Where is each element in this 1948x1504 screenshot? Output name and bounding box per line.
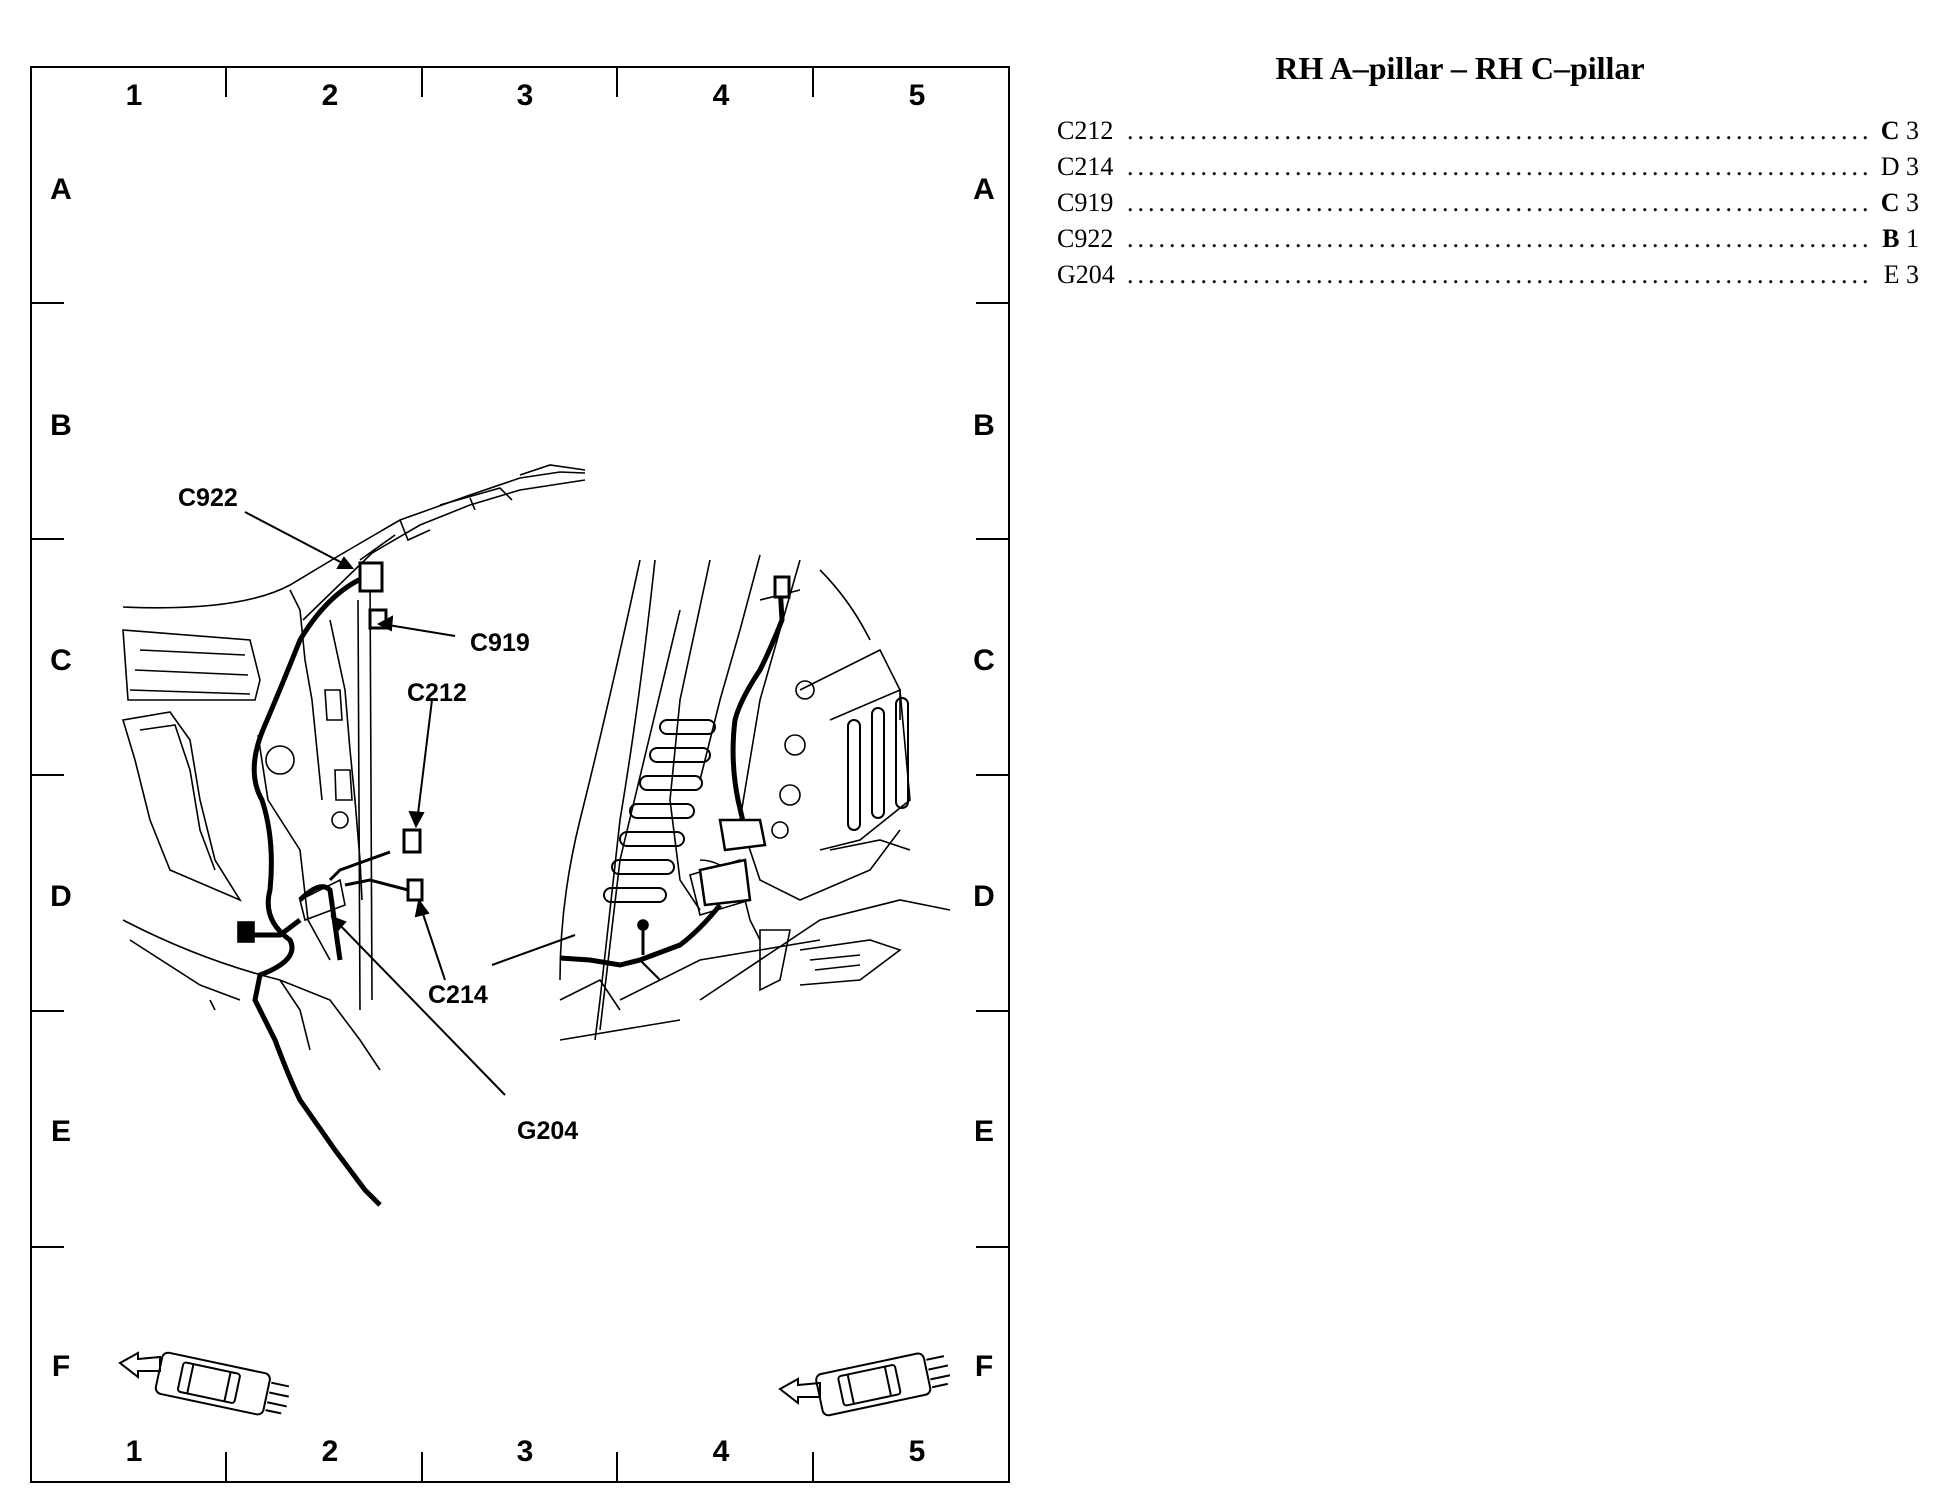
- col-label: 5: [909, 79, 926, 112]
- row-labels-left: A B C D E F: [50, 173, 72, 1383]
- column-ticks: [225, 67, 814, 1482]
- callout-c919: C919: [470, 629, 530, 657]
- page-title: RH A–pillar – RH C–pillar: [1275, 50, 1645, 86]
- callout-leaders: [244, 511, 576, 1096]
- row-label: D: [973, 880, 995, 913]
- row-label: C: [973, 644, 995, 677]
- a-pillar-illustration: [121, 464, 586, 1207]
- col-label: 3: [517, 79, 534, 112]
- column-labels-bottom: 1 2 3 4 5: [126, 1435, 926, 1468]
- callout-c212: C212: [407, 679, 467, 707]
- row-label: E: [51, 1115, 71, 1148]
- dot-leader: ........................................…: [1127, 260, 1873, 289]
- row-ticks: [31, 302, 1009, 1248]
- callout-c214: C214: [428, 981, 488, 1009]
- vehicle-front-left-icon-right: [778, 1352, 951, 1417]
- col-label: 2: [322, 79, 339, 112]
- col-label: 1: [126, 1435, 143, 1468]
- component-index: C212 ...................................…: [1057, 113, 1919, 293]
- row-label: E: [974, 1115, 994, 1148]
- index-item-name: C214: [1057, 152, 1114, 181]
- index-row: G204 ...................................…: [1057, 257, 1919, 293]
- index-item-name: C212: [1057, 116, 1114, 145]
- index-item-name: C922: [1057, 224, 1114, 253]
- row-label: B: [50, 409, 72, 442]
- row-labels-right: A B C D E F: [973, 173, 995, 1383]
- dot-leader: ........................................…: [1127, 116, 1873, 145]
- index-item-location: E 3: [1883, 260, 1919, 289]
- col-label: 1: [126, 79, 143, 112]
- dot-leader: ........................................…: [1127, 152, 1873, 181]
- index-row: C212 ...................................…: [1057, 113, 1919, 149]
- grid-frame: [30, 66, 1010, 1483]
- dot-leader: ........................................…: [1127, 224, 1873, 253]
- callout-c922: C922: [178, 484, 238, 512]
- row-label: B: [973, 409, 995, 442]
- index-item-location: C 3: [1880, 188, 1919, 217]
- col-label: 4: [713, 79, 730, 112]
- col-label: 5: [909, 1435, 926, 1468]
- col-label: 4: [713, 1435, 730, 1468]
- row-label: A: [973, 173, 995, 206]
- index-row: C919 ...................................…: [1057, 185, 1919, 221]
- row-label: A: [50, 173, 72, 206]
- index-item-location: C 3: [1880, 116, 1919, 145]
- index-row: C214 ...................................…: [1057, 149, 1919, 185]
- col-label: 3: [517, 1435, 534, 1468]
- c-pillar-illustration: [559, 554, 951, 1041]
- index-row: C922 ...................................…: [1057, 221, 1919, 257]
- col-label: 2: [322, 1435, 339, 1468]
- dot-leader: ........................................…: [1127, 188, 1873, 217]
- index-item-name: C919: [1057, 188, 1114, 217]
- row-label: D: [50, 880, 72, 913]
- index-item-name: G204: [1057, 260, 1115, 289]
- row-label: F: [52, 1350, 70, 1383]
- index-item-location: B 1: [1882, 224, 1919, 253]
- column-labels-top: 1 2 3 4 5: [126, 79, 926, 112]
- index-item-location: D 3: [1880, 152, 1919, 181]
- row-label: C: [50, 644, 72, 677]
- callout-g204: G204: [517, 1117, 578, 1145]
- vehicle-front-left-icon: [118, 1351, 290, 1416]
- row-label: F: [975, 1350, 993, 1383]
